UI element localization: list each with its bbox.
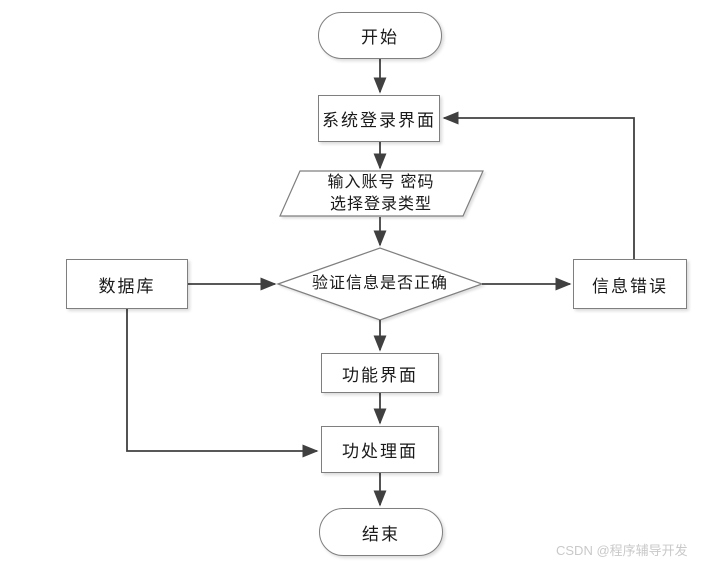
process-ui-node: 功处理面: [321, 426, 439, 473]
process-ui-node-label: 功处理面: [342, 442, 418, 461]
login-screen-node-label: 系统登录界面: [322, 111, 436, 130]
database-node: 数据库: [66, 259, 188, 309]
start-node: 开始: [318, 12, 442, 59]
decision-diamond-shape: [276, 247, 484, 321]
error-info-node-label: 信息错误: [592, 276, 668, 296]
arrow-error-to-login: [442, 111, 635, 259]
function-ui-node: 功能界面: [321, 353, 439, 393]
login-screen-node: 系统登录界面: [318, 95, 440, 142]
database-node-label: 数据库: [98, 276, 156, 296]
end-node: 结束: [319, 508, 443, 556]
function-ui-node-label: 功能界面: [342, 365, 418, 385]
end-node-label: 结束: [362, 524, 400, 544]
io-parallelogram-shape: [279, 170, 484, 217]
error-info-node: 信息错误: [573, 259, 687, 309]
watermark: CSDN @程序辅导开发: [556, 543, 688, 558]
arrow-database-to-process: [126, 309, 319, 458]
start-node-label: 开始: [361, 28, 399, 47]
